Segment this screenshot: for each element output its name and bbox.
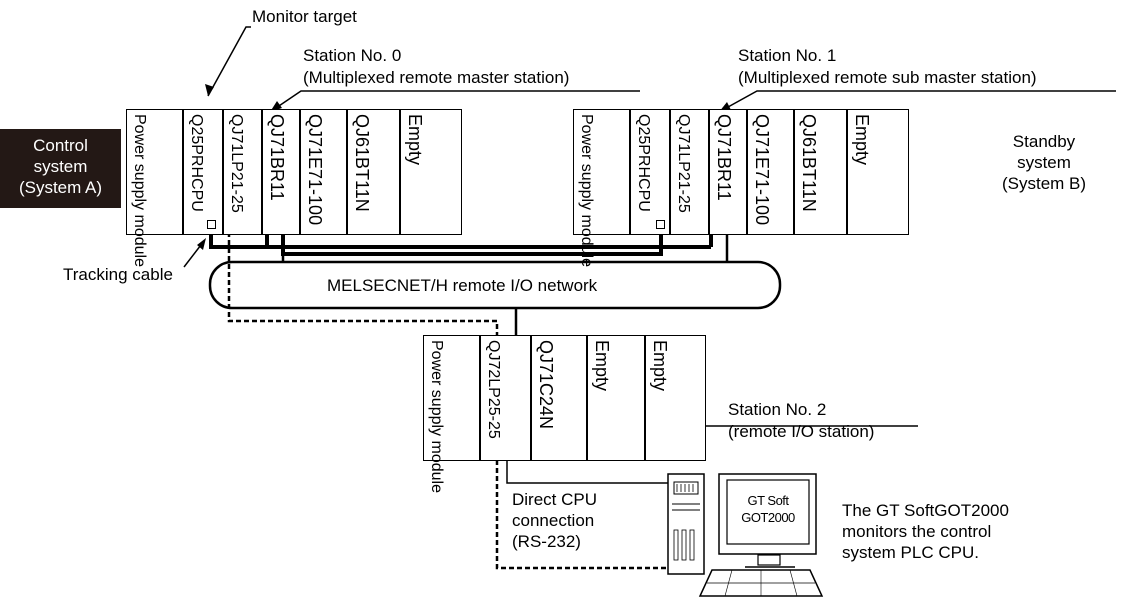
rack-b-qj61bt11n: QJ61BT11N <box>794 109 847 235</box>
rack-a-empty: Empty <box>400 109 462 235</box>
gt-note-line1: The GT SoftGOT2000 <box>842 501 1009 520</box>
station1-title: Station No. 1 <box>738 46 837 65</box>
pc-tower-icon <box>667 473 705 575</box>
rack-a-qj71e71: QJ71E71-100 <box>300 109 347 235</box>
monitor-icon <box>718 473 817 568</box>
direct-cpu-line2: connection <box>512 511 595 530</box>
rack-a-qj71br11: QJ71BR11 <box>262 109 300 235</box>
rack-b-tracking-port <box>656 220 665 229</box>
station2-subtitle: (remote I/O station) <box>728 422 875 441</box>
tracking-cable-label: Tracking cable <box>63 265 173 284</box>
direct-cpu-label: Direct CPU connection (RS-232) <box>512 489 597 552</box>
monitor-screen-text: GT Soft GOT2000 <box>727 492 809 526</box>
rack-c-qj71c24n: QJ71C24N <box>531 335 587 461</box>
control-system-box: Control system (System A) <box>0 129 121 208</box>
monitor-target-leader <box>207 26 251 97</box>
rack-b-slot-label: QJ61BT11N <box>799 114 819 212</box>
rack-a-slot-label: QJ71E71-100 <box>305 114 325 226</box>
rack-b-slot-label: QJ71LP21-25 <box>675 114 692 213</box>
network-loop <box>208 260 782 310</box>
station1-leader <box>718 90 1116 113</box>
rack-b-qj71e71: QJ71E71-100 <box>747 109 794 235</box>
network-label: MELSECNET/H remote I/O network <box>327 276 598 295</box>
rack-a-power-supply: Power supply module <box>126 109 183 267</box>
rack-c-power-supply: Power supply module <box>423 335 480 493</box>
monitor-screen-line1: GT Soft <box>747 493 789 508</box>
rack-c-empty-2: Empty <box>645 335 706 461</box>
monitor-screen-line2: GOT2000 <box>741 510 795 525</box>
rack-b-slot-label: QJ71BR11 <box>714 114 734 201</box>
rack-a-slot-label: QJ71BR11 <box>267 114 287 201</box>
rack-b-slot-label: Empty <box>852 114 872 166</box>
station0-subtitle: (Multiplexed remote master station) <box>303 68 570 87</box>
rack-a-cpu: Q25PRHCPU <box>183 109 223 235</box>
direct-cpu-cable <box>227 232 668 570</box>
control-system-line3: (System A) <box>18 178 103 197</box>
control-system-line1: Control <box>33 136 88 155</box>
rack-b-cpu: Q25PRHCPU <box>630 109 670 235</box>
standby-line2: system <box>1017 153 1071 172</box>
rack-c-qj72lp25: QJ72LP25-25 <box>480 335 531 461</box>
keyboard-icon <box>698 569 824 597</box>
rack-b-slot-label: Q25PRHCPU <box>635 114 652 212</box>
rack-a-slot-label: Empty <box>405 114 425 166</box>
rack-a-slot-label: Power supply module <box>131 114 148 267</box>
gt-note-line2: monitors the control <box>842 522 992 541</box>
rack-c-slot-label: QJ71C24N <box>536 340 556 430</box>
rack-b-slot-label: QJ71E71-100 <box>752 114 772 226</box>
gt-note-line3: system PLC CPU. <box>842 543 979 562</box>
gt-note: The GT SoftGOT2000 monitors the control … <box>842 500 1009 563</box>
rack-a-slot-label: Q25PRHCPU <box>188 114 205 212</box>
station0-title: Station No. 0 <box>303 46 402 65</box>
pc-cable <box>506 461 668 484</box>
tracking-cable <box>209 228 269 249</box>
rack-b-empty: Empty <box>847 109 909 235</box>
rack-c-slot-label: Power supply module <box>428 340 445 493</box>
rack-c-empty-1: Empty <box>587 335 645 461</box>
monitor-target-label: Monitor target <box>252 7 357 26</box>
rack-b-slot-label: Power supply module <box>578 114 595 267</box>
standby-line1: Standby <box>1012 132 1076 151</box>
rack-c-slot-label: QJ72LP25-25 <box>485 340 502 439</box>
rack-b-qj71lp21: QJ71LP21-25 <box>670 109 709 235</box>
standby-line3: (System B) <box>1001 174 1087 193</box>
direct-cpu-line1: Direct CPU <box>512 490 598 509</box>
station2-title: Station No. 2 <box>728 400 827 419</box>
rack-a-qj61bt11n: QJ61BT11N <box>347 109 400 235</box>
standby-system-label: Standby system (System B) <box>988 131 1100 194</box>
rack-b-qj71br11: QJ71BR11 <box>709 109 747 235</box>
rack-c-slot-label: Empty <box>650 340 670 392</box>
direct-cpu-line3: (RS-232) <box>512 532 581 551</box>
rack-a-tracking-port <box>207 220 216 229</box>
control-system-line2: system <box>33 157 88 176</box>
rack-c-slot-label: Empty <box>592 340 612 392</box>
station0-leader <box>269 90 640 113</box>
station1-subtitle: (Multiplexed remote sub master station) <box>738 68 1037 87</box>
rack-b-power-supply: Power supply module <box>573 109 630 267</box>
rack-a-slot-label: QJ71LP21-25 <box>228 114 245 213</box>
rack-a-slot-label: QJ61BT11N <box>352 114 372 212</box>
rack-a-qj71lp21: QJ71LP21-25 <box>223 109 262 235</box>
